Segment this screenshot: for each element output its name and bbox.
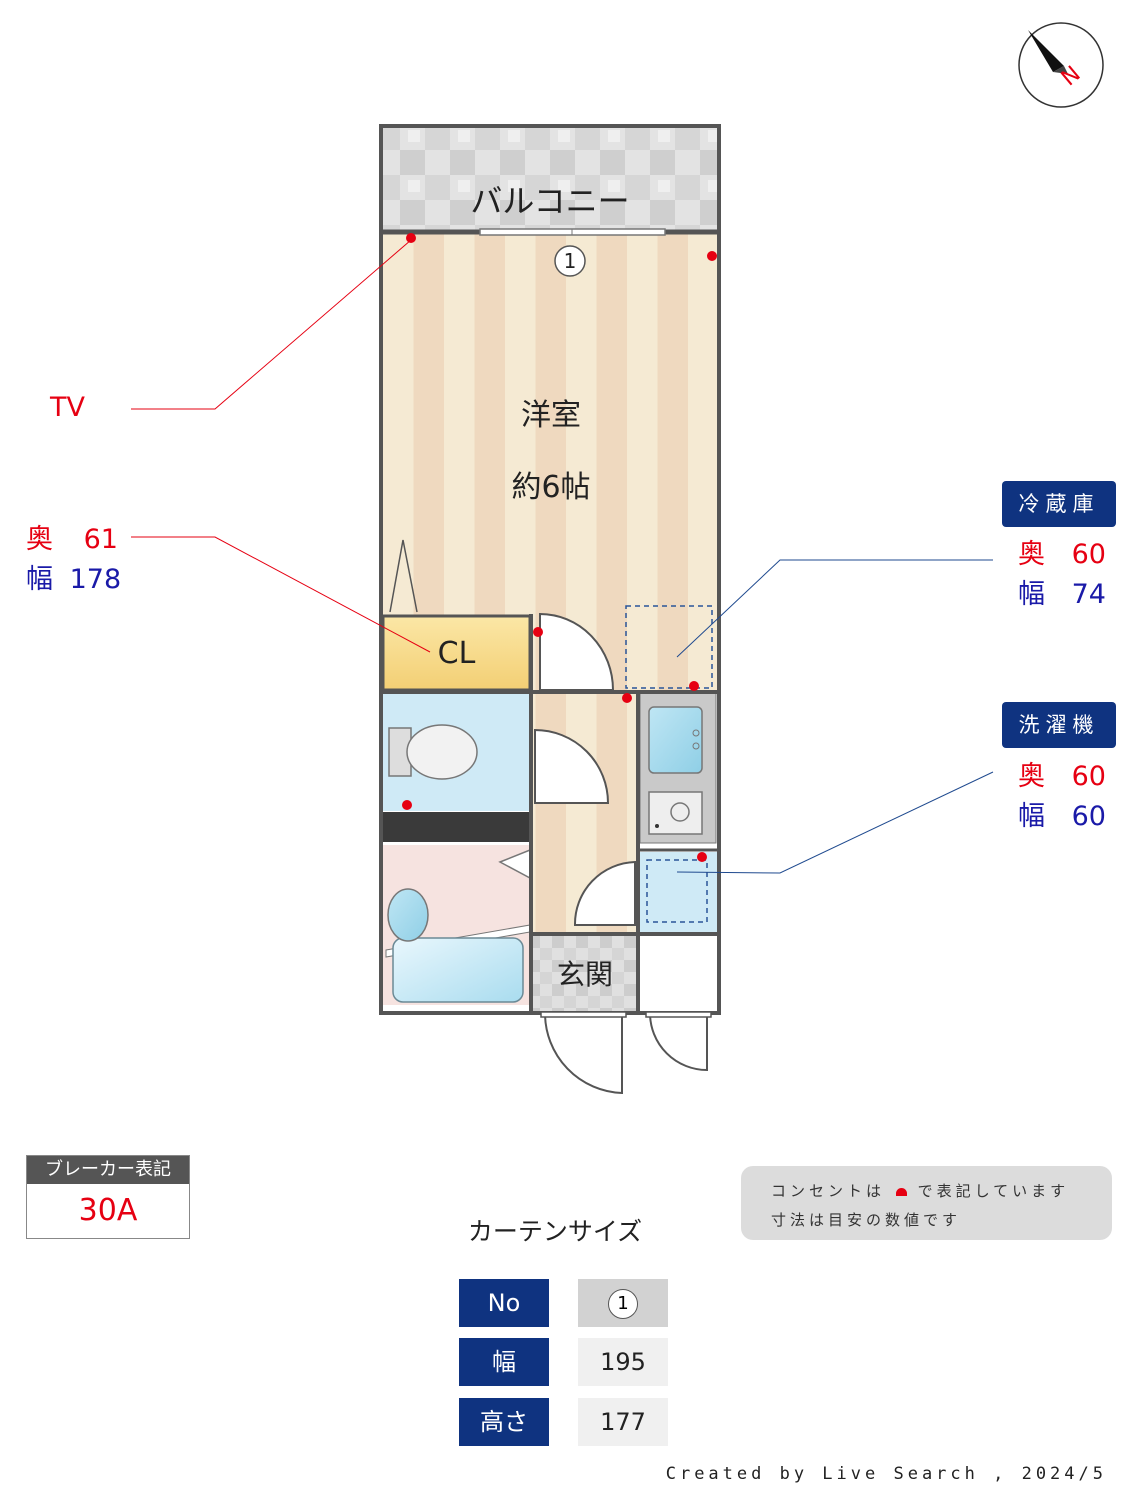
outlet-dot bbox=[697, 852, 707, 862]
balcony-floor bbox=[383, 128, 717, 230]
curtain-row-value: 1 bbox=[578, 1279, 668, 1327]
compass-needle bbox=[1028, 30, 1064, 72]
outlet-dot bbox=[689, 681, 699, 691]
entrance-floor bbox=[533, 935, 637, 1011]
curtain-no-circle: 1 bbox=[608, 1289, 638, 1319]
closet-leader-line bbox=[131, 536, 431, 653]
closet-width-value: 178 bbox=[69, 564, 122, 595]
curtain-row-label: No bbox=[459, 1279, 549, 1327]
washer-width-value: 60 bbox=[1071, 801, 1106, 832]
outlet-dot bbox=[406, 233, 416, 243]
note-line-1: コンセントは で表記しています bbox=[771, 1180, 1069, 1201]
outlet-dot bbox=[622, 693, 632, 703]
closet-label: CL bbox=[437, 636, 476, 671]
washroom-door-swing bbox=[573, 860, 636, 926]
refrigerator-width-value: 74 bbox=[1071, 579, 1106, 610]
breaker-box: ブレーカー表記 30A bbox=[26, 1155, 190, 1239]
entrance-door-swing bbox=[543, 1012, 623, 1095]
partition-wall bbox=[383, 812, 533, 842]
refrigerator-header: 冷蔵庫 bbox=[1002, 481, 1116, 527]
entrance-label: 玄関 bbox=[556, 958, 613, 991]
toilet-door-swing bbox=[534, 728, 610, 804]
curtain-row-value: 177 bbox=[578, 1398, 668, 1446]
bathtub bbox=[392, 937, 524, 1003]
note-line-1-end: で表記しています bbox=[917, 1182, 1070, 1200]
tv-leader-line bbox=[131, 239, 412, 410]
washer-width-label: 幅 bbox=[1018, 801, 1045, 832]
compass bbox=[1018, 22, 1104, 108]
refrigerator-depth-value: 60 bbox=[1071, 539, 1106, 570]
kitchen-sink bbox=[648, 706, 703, 774]
ac-symbol bbox=[389, 539, 418, 613]
breaker-value: 30A bbox=[78, 1193, 138, 1228]
washer-width-row: 幅 60 bbox=[1018, 797, 1106, 837]
window-number-circle bbox=[554, 245, 586, 277]
outlet-dot bbox=[402, 800, 412, 810]
closet-depth-row: 奥 61 bbox=[26, 520, 121, 560]
curtain-row-label: 幅 bbox=[459, 1338, 549, 1386]
closet-width-label: 幅 bbox=[26, 564, 53, 595]
fridge-dashed bbox=[625, 605, 713, 689]
outlet-dot bbox=[707, 251, 717, 261]
curtain-row-label: 高さ bbox=[459, 1398, 549, 1446]
balcony-label: バルコニー bbox=[470, 182, 630, 220]
outlet-dot bbox=[533, 627, 543, 637]
closet-door-swing bbox=[539, 612, 615, 691]
washer-depth-value: 60 bbox=[1071, 761, 1106, 792]
washer-header: 洗濯機 bbox=[1002, 702, 1116, 748]
note-line-2: 寸法は目安の数値です bbox=[771, 1211, 962, 1229]
fridge-leader-line bbox=[676, 559, 993, 658]
washer-dimensions: 奥 60 幅 60 bbox=[1018, 757, 1106, 837]
washer-depth-label: 奥 bbox=[1018, 761, 1045, 792]
tv-callout-label: TV bbox=[50, 392, 85, 423]
curtain-title: カーテンサイズ bbox=[467, 1217, 643, 1246]
refrigerator-depth-row: 奥 60 bbox=[1018, 535, 1106, 575]
wash-basin bbox=[387, 888, 429, 942]
window-number-label: 1 bbox=[563, 249, 577, 273]
curtain-row-value: 195 bbox=[578, 1338, 668, 1386]
shoe-box bbox=[640, 935, 717, 1011]
washer-leader-line bbox=[676, 771, 994, 874]
closet-dimensions: 奥 61 幅 178 bbox=[26, 520, 121, 600]
credit-text: Created by Live Search , 2024/5 bbox=[665, 1464, 1107, 1484]
refrigerator-depth-label: 奥 bbox=[1018, 539, 1045, 570]
stove-burner bbox=[670, 802, 690, 822]
refrigerator-width-row: 幅 74 bbox=[1018, 575, 1106, 615]
western-room-size: 約6帖 bbox=[511, 470, 591, 505]
refrigerator-width-label: 幅 bbox=[1018, 579, 1045, 610]
washer-depth-row: 奥 60 bbox=[1018, 757, 1106, 797]
closet-depth-value: 61 bbox=[83, 524, 118, 555]
breaker-title: ブレーカー表記 bbox=[27, 1156, 189, 1184]
closet-width-row: 幅 178 bbox=[26, 560, 121, 600]
outlet-legend-icon bbox=[895, 1187, 907, 1196]
washer-dashed bbox=[646, 859, 708, 923]
western-room-label: 洋室 bbox=[521, 398, 581, 433]
compass-needle-tail bbox=[1053, 66, 1068, 74]
note-box: コンセントは で表記しています 寸法は目安の数値です bbox=[741, 1166, 1112, 1240]
closet-depth-label: 奥 bbox=[26, 524, 53, 555]
storage-door-swing bbox=[648, 1012, 708, 1072]
refrigerator-dimensions: 奥 60 幅 74 bbox=[1018, 535, 1106, 615]
note-line-1-start: コンセントは bbox=[771, 1182, 886, 1200]
washer-space bbox=[639, 852, 717, 932]
toilet-bowl bbox=[406, 724, 478, 780]
